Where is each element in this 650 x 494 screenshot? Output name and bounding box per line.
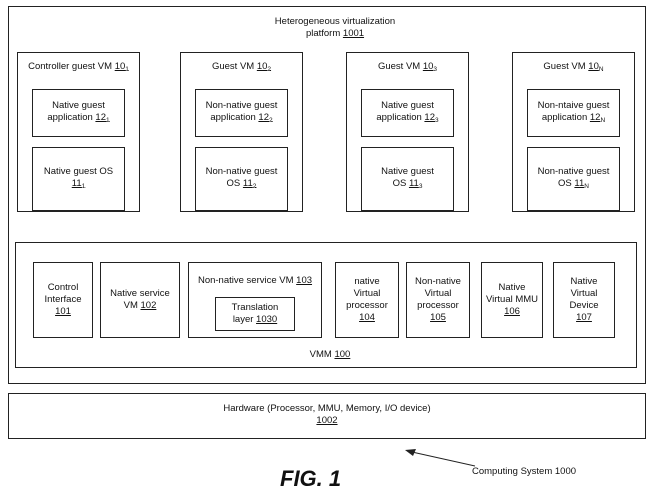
figure-label: FIG. 1: [280, 466, 342, 491]
translation-layer-box: Translation layer 1030: [215, 297, 295, 331]
computing-system-label: Computing System 1000: [472, 466, 577, 477]
guest-vm-2-title: Guest VM 102: [211, 61, 272, 73]
guest-vm-n-os-box: Non-native guest OS 11N: [527, 147, 620, 211]
non-native-service-vm-box: Non-native service VM 103 Translation la…: [188, 262, 322, 338]
hardware-label: Hardware (Processor, MMU, Memory, I/O de…: [223, 403, 431, 426]
vmm-label: VMM 100: [309, 349, 351, 360]
guest-vm-n-box: Guest VM 10N Non-ntaive guest applicatio…: [512, 52, 635, 212]
guest-vm-2-os-box: Non-native guest OS 112: [195, 147, 288, 211]
native-service-vm-box: Native service VM 102: [100, 262, 180, 338]
non-native-service-vm-label: Non-native service VM 103: [197, 275, 313, 286]
guest-vm-3-title: Guest VM 103: [377, 61, 438, 73]
guest-vm-3-os-box: Native guest OS 113: [361, 147, 454, 211]
controller-guest-vm-os-box: Native guest OS 111: [32, 147, 125, 211]
platform-ref: 1001: [342, 28, 365, 39]
controller-guest-vm-box: Controller guest VM 101 Native guest app…: [17, 52, 140, 212]
controller-guest-vm-title: Controller guest VM 101: [28, 61, 129, 73]
guest-vm-n-application-box: Non-ntaive guest application 12N: [527, 89, 620, 137]
guest-vm-3-box: Guest VM 103 Native guest application 12…: [346, 52, 469, 212]
controller-guest-vm-application-box: Native guest application 121: [32, 89, 125, 137]
platform-title: Heterogeneous virtualization platform 10…: [274, 16, 396, 39]
guest-vm-3-application-box: Native guest application 123: [361, 89, 454, 137]
computing-system-arrow: [405, 449, 476, 467]
guest-vm-n-title: Guest VM 10N: [543, 61, 604, 73]
guest-vm-2-application-box: Non-native guest application 122: [195, 89, 288, 137]
hardware-box: [8, 393, 646, 439]
guest-vm-2-box: Guest VM 102 Non-native guest applicatio…: [180, 52, 303, 212]
